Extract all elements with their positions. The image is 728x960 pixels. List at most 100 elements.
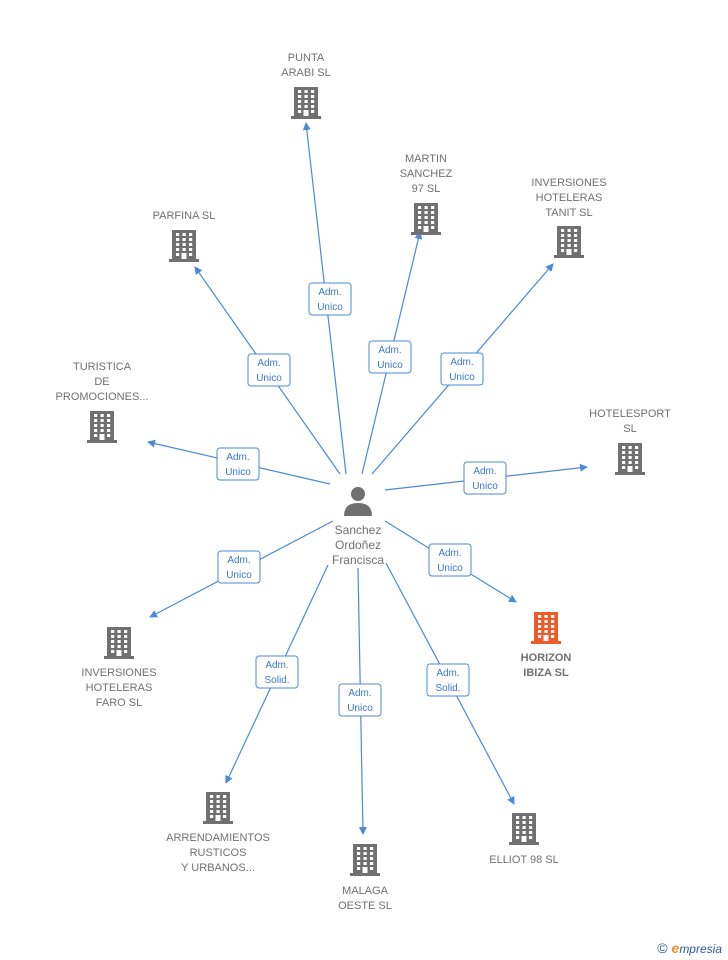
relation-text: Unico <box>437 563 463 574</box>
company-label-line: INVERSIONES <box>531 177 606 189</box>
building-icon <box>509 813 539 845</box>
company-node-arrendamientos[interactable]: ARRENDAMIENTOS RUSTICOS Y URBANOS... <box>166 792 270 874</box>
building-icon <box>104 627 134 659</box>
company-label-line: TURISTICA <box>73 361 132 373</box>
relation-label-hotelesport[interactable]: Adm. Unico <box>463 461 507 495</box>
center-label-line-2: Ordoñez <box>335 538 381 552</box>
company-node-punta-arabi[interactable]: PUNTA ARABI SL <box>281 52 331 119</box>
relation-label-parfina[interactable]: Adm.Unico <box>247 353 291 387</box>
company-label-line: DE <box>94 376 109 388</box>
relation-label-arrendamientos[interactable]: Adm. Solid. <box>255 655 299 689</box>
relation-text: Unico <box>347 703 373 714</box>
relation-box <box>338 683 382 717</box>
relation-text: Unico <box>317 302 343 313</box>
brand-name: mpresia <box>679 942 722 956</box>
relation-text: Solid. <box>435 683 460 694</box>
company-label-line: OESTE SL <box>338 900 392 912</box>
company-node-malaga-oeste[interactable]: MALAGA OESTE SL <box>338 844 392 912</box>
building-icon <box>169 230 199 262</box>
center-person[interactable]: Sanchez Ordoñez Francisca <box>332 487 384 567</box>
company-label-line: ARRENDAMIENTOS <box>166 832 270 844</box>
relation-text: Adm. <box>318 287 341 298</box>
relation-label-inversiones-faro[interactable]: Adm. Unico <box>217 550 261 584</box>
relation-box <box>463 461 507 495</box>
company-label-line: HOTELERAS <box>536 192 603 204</box>
company-label-line: PARFINA SL <box>153 210 216 222</box>
building-icon <box>87 411 117 443</box>
relation-box <box>255 655 299 689</box>
relation-text: Unico <box>226 570 252 581</box>
relation-box <box>440 352 484 386</box>
company-node-horizon-ibiza[interactable]: HORIZON IBIZA SL <box>521 612 572 679</box>
relation-box <box>308 282 352 316</box>
company-label-line: SL <box>623 423 636 435</box>
relation-text: Adm. <box>438 548 461 559</box>
relation-text: Solid. <box>264 675 289 686</box>
relation-text: Adm. <box>257 358 280 369</box>
center-label-line-1: Sanchez <box>335 523 382 537</box>
building-icon <box>615 443 645 475</box>
company-label-line: TANIT SL <box>545 207 592 219</box>
relation-text: Adm. <box>227 555 250 566</box>
company-label-line: ARABI SL <box>281 67 331 79</box>
building-icon <box>554 226 584 258</box>
company-label-line: PROMOCIONES... <box>56 391 149 403</box>
company-label-line: HOTELESPORT <box>589 408 671 420</box>
company-label-line: HOTELERAS <box>86 682 153 694</box>
copyright-symbol: © <box>657 940 668 956</box>
building-icon <box>411 203 441 235</box>
relation-label-elliot-98[interactable]: Adm. Solid. <box>426 663 470 697</box>
relation-label-turistica[interactable]: Adm. Unico <box>216 447 260 481</box>
building-icon <box>350 844 380 876</box>
relation-text: Unico <box>377 360 403 371</box>
company-label-line: MARTIN <box>405 153 447 165</box>
relation-text: Unico <box>225 467 251 478</box>
relation-box <box>426 663 470 697</box>
company-label-line: IBIZA SL <box>523 667 569 679</box>
relation-text: Adm. <box>450 357 473 368</box>
company-node-hotelesport[interactable]: HOTELESPORT SL <box>589 408 671 475</box>
relation-box <box>368 340 412 374</box>
relation-box <box>247 353 291 387</box>
company-label-line: SANCHEZ <box>400 168 453 180</box>
relation-box <box>216 447 260 481</box>
relation-label-malaga-oeste[interactable]: Adm. Unico <box>338 683 382 717</box>
company-node-turistica[interactable]: TURISTICA DE PROMOCIONES... <box>56 361 149 443</box>
relation-text: Adm. <box>436 668 459 679</box>
company-label-line: Y URBANOS... <box>181 862 255 874</box>
company-label-line: RUSTICOS <box>190 847 247 859</box>
company-label-line: MALAGA <box>342 885 389 897</box>
relation-label-horizon-ibiza[interactable]: Adm. Unico <box>428 543 472 577</box>
company-node-inversiones-tanit[interactable]: INVERSIONES HOTELERAS TANIT SL <box>531 177 607 258</box>
relation-text: Adm. <box>265 660 288 671</box>
brand-logo: ©empresia <box>657 940 722 956</box>
company-node-parfina[interactable]: PARFINA SL <box>153 210 216 262</box>
relation-text: Adm. <box>473 466 496 477</box>
company-label-line: INVERSIONES <box>81 667 156 679</box>
relation-box <box>428 543 472 577</box>
relation-label-inversiones-tanit[interactable]: Adm. Unico <box>440 352 484 386</box>
company-label-line: HORIZON <box>521 652 572 664</box>
relation-text: Adm. <box>378 345 401 356</box>
company-label-line: FARO SL <box>96 697 142 709</box>
relation-text: Adm. <box>226 452 249 463</box>
company-node-elliot-98[interactable]: ELLIOT 98 SL <box>489 813 559 866</box>
person-icon <box>344 487 372 516</box>
center-label-line-3: Francisca <box>332 553 384 567</box>
relation-text: Unico <box>449 372 475 383</box>
relation-text: Unico <box>472 481 498 492</box>
building-icon <box>531 612 561 644</box>
relation-box <box>217 550 261 584</box>
building-icon <box>291 87 321 119</box>
company-node-inversiones-faro[interactable]: INVERSIONES HOTELERAS FARO SL <box>81 627 157 709</box>
building-icon <box>203 792 233 824</box>
company-label-line: ELLIOT 98 SL <box>489 854 559 866</box>
company-label-line: PUNTA <box>288 52 325 64</box>
relation-label-martin-sanchez[interactable]: Adm. Unico <box>368 340 412 374</box>
relation-label-punta-arabi[interactable]: Adm. Unico <box>308 282 352 316</box>
relation-text: Adm. <box>348 688 371 699</box>
